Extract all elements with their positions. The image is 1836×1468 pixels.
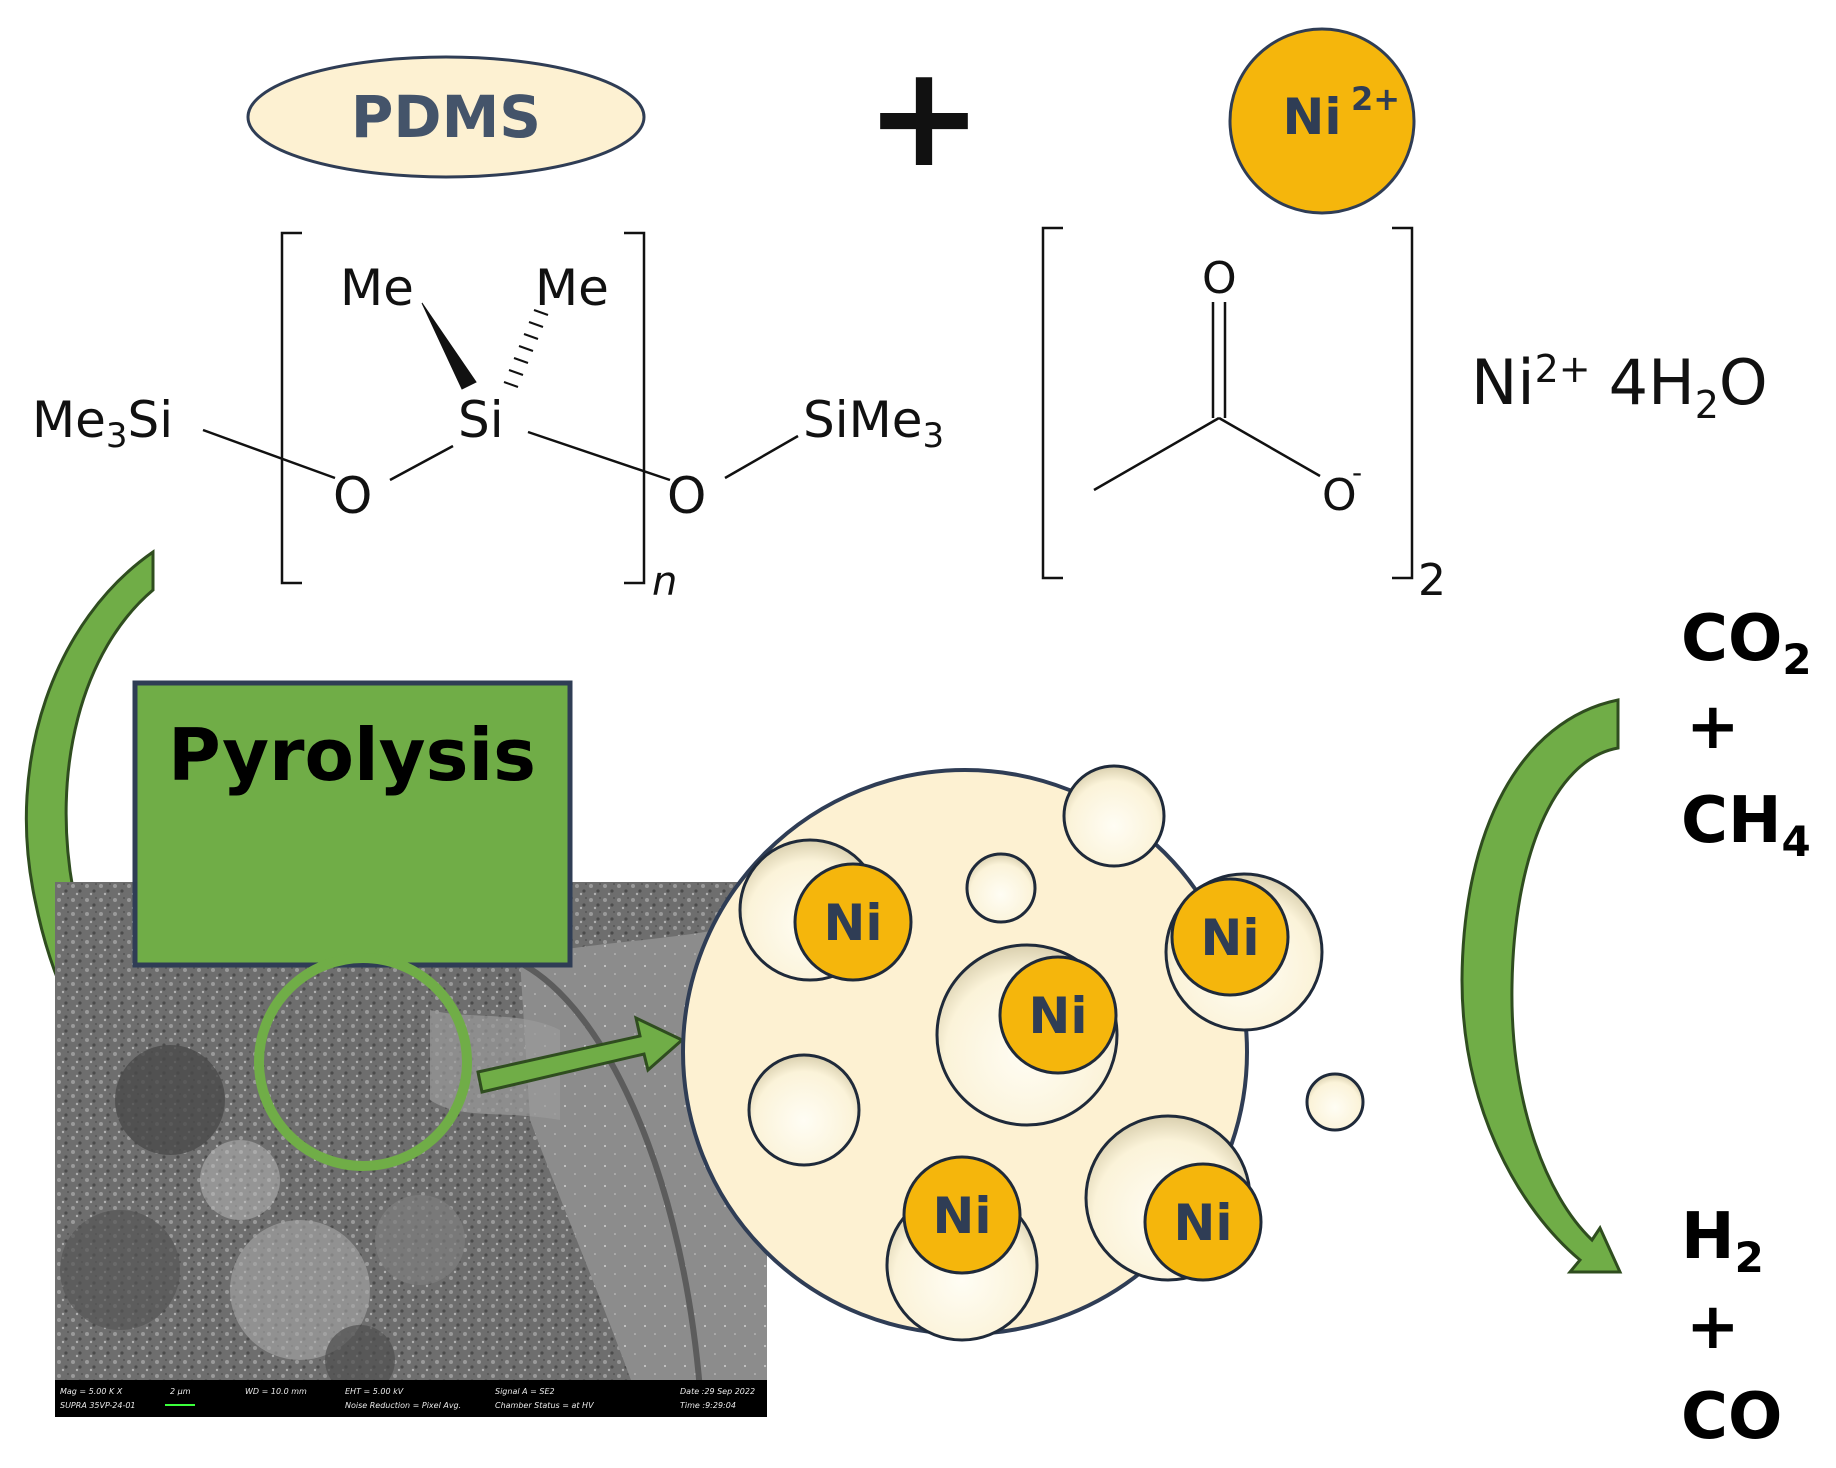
ni-particle: Ni: [1170, 877, 1290, 997]
me-left: Me: [340, 259, 414, 317]
acetate-o-top: O: [1202, 253, 1237, 304]
pdms-label-group: PDMS: [246, 55, 646, 179]
o-left: O: [333, 467, 372, 525]
sime3-label: SiMe3: [803, 391, 944, 456]
pdms-ellipse: [246, 55, 646, 179]
pdms-structure: [202, 231, 799, 585]
nanoparticle-matrix: Ni Ni Ni Ni Ni: [681, 764, 1365, 1342]
sem-eht: EHT = 5.00 kV: [345, 1387, 404, 1396]
me3si-label: Me3Si: [32, 391, 173, 456]
sem-signal: Signal A = SE2: [495, 1387, 555, 1396]
gas-ch4: CH4: [1681, 784, 1811, 866]
pdms-bracket-left: [280, 231, 302, 585]
gas-plus-1: +: [1686, 690, 1740, 764]
curved-arrow-right: [1460, 698, 1623, 1274]
svg-text:Ni: Ni: [1174, 1194, 1233, 1252]
reactant-gases: CO2 + CH4: [1681, 602, 1812, 866]
pdms-bracket-right: [624, 231, 646, 585]
gas-co2: CO2: [1681, 602, 1812, 684]
product-gases: H2 + CO: [1681, 1200, 1782, 1454]
acetate-bracket-left: [1041, 226, 1063, 580]
svg-text:Ni: Ni: [824, 894, 883, 952]
hashed-bond: [503, 309, 549, 388]
sem-scale: 2 µm: [170, 1387, 191, 1396]
ni-ion-badge: Ni 2+: [1228, 27, 1416, 215]
pore: [1305, 1072, 1365, 1132]
sem-wd: WD = 10.0 mm: [245, 1387, 307, 1396]
pore: [1062, 764, 1166, 868]
pore: [965, 852, 1037, 924]
repeat-n: n: [652, 559, 677, 605]
ni-ion-label: Ni: [1283, 88, 1342, 146]
acetate-bracket-right: [1392, 226, 1414, 580]
ni-particle: Ni: [1143, 1162, 1263, 1282]
ni-ion-circle: [1228, 27, 1416, 215]
zoom-arrow: [476, 1015, 685, 1094]
o-right: O: [667, 467, 706, 525]
svg-text:Ni: Ni: [933, 1187, 992, 1245]
pdms-label: PDMS: [351, 83, 541, 151]
sem-time: Time :9:29:04: [680, 1401, 736, 1410]
pore: [747, 1053, 861, 1167]
ni-ion-charge: 2+: [1351, 80, 1400, 118]
magnifier-circle: [254, 953, 472, 1171]
wedge-bond: [421, 302, 477, 390]
pdms-atoms: Me Me Me3Si Si O O SiMe3 n: [32, 259, 944, 605]
ni-particle: Ni: [902, 1155, 1022, 1275]
gas-plus-2: +: [1686, 1290, 1740, 1364]
gas-h2: H2: [1681, 1200, 1764, 1282]
svg-text:Ni: Ni: [1029, 987, 1088, 1045]
acetate-minus: -: [1352, 456, 1362, 489]
acetate-atoms: O O - 2 Ni2+4H2O: [1202, 253, 1768, 606]
acetate-structure: [1041, 226, 1414, 580]
si-center: Si: [458, 391, 504, 449]
sem-chamber: Chamber Status = at HV: [495, 1401, 594, 1410]
gas-co: CO: [1681, 1380, 1782, 1454]
sem-noise: Noise Reduction = Pixel Avg.: [345, 1401, 461, 1410]
acetate-o-minus: O: [1322, 470, 1357, 521]
sem-date: Date :29 Sep 2022: [680, 1387, 755, 1396]
nickel-counterion: Ni2+4H2O: [1471, 346, 1768, 427]
acetate-subscript-2: 2: [1418, 555, 1446, 606]
sem-mag: Mag = 5.00 K X: [60, 1387, 123, 1396]
plus-sign-top: +: [865, 36, 982, 199]
pyrolysis-box: Pyrolysis: [132, 680, 573, 968]
me-right: Me: [535, 259, 609, 317]
svg-text:Ni: Ni: [1201, 909, 1260, 967]
ni-particle: Ni: [793, 862, 913, 982]
pyrolysis-label: Pyrolysis: [168, 713, 536, 797]
ni-particle: Ni: [998, 955, 1118, 1075]
sem-instrument: SUPRA 35VP-24-01: [60, 1401, 136, 1410]
